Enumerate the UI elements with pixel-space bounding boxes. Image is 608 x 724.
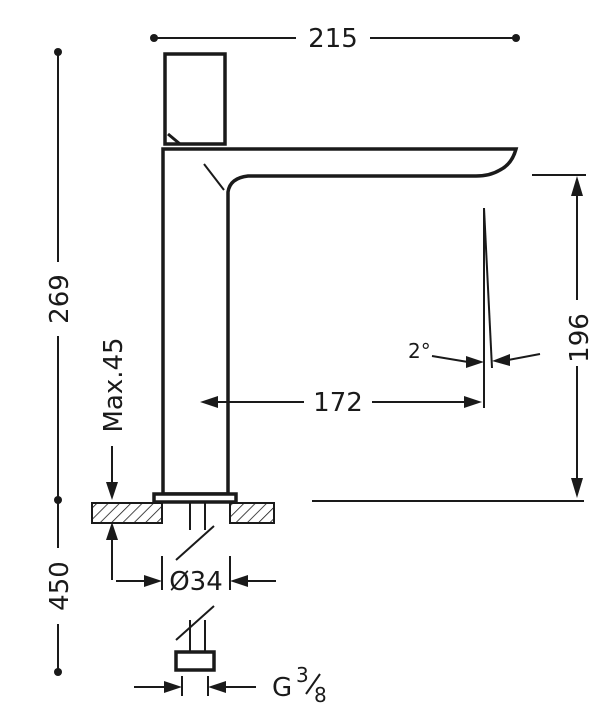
thread-label: G <box>272 673 292 703</box>
spout-height-label: 196 <box>565 313 595 363</box>
deck-thickness-dimension: Max.45 <box>99 337 129 580</box>
hole-diameter-dimension: Ø34 <box>116 556 276 597</box>
column-and-spout <box>161 147 519 496</box>
supply-tube <box>174 503 216 672</box>
thread-fraction-numerator: 3 <box>296 663 309 687</box>
angle-label: 2° <box>408 339 431 363</box>
countertop <box>91 500 584 524</box>
overall-width-label: 215 <box>308 24 358 54</box>
total-height-label: 269 <box>45 274 75 324</box>
hole-diameter-label: Ø34 <box>169 567 223 597</box>
thread-dimension: G 3 8 <box>134 663 327 707</box>
spout-reach-label: 172 <box>313 388 363 418</box>
spout-reach-dimension: 172 <box>200 388 482 418</box>
thread-fraction-denominator: 8 <box>314 683 327 707</box>
spout-height-dimension: 196 <box>532 174 595 498</box>
base-flange <box>152 492 238 504</box>
lever-handle <box>163 52 227 146</box>
faucet-body <box>152 52 519 504</box>
water-stream: 2° <box>408 207 541 408</box>
max-deck-label: Max.45 <box>99 337 129 432</box>
height-dimension: 269 450 <box>45 48 75 676</box>
below-deck-label: 450 <box>45 561 75 611</box>
width-dimension: 215 <box>150 24 520 54</box>
thread-connector <box>174 650 216 672</box>
